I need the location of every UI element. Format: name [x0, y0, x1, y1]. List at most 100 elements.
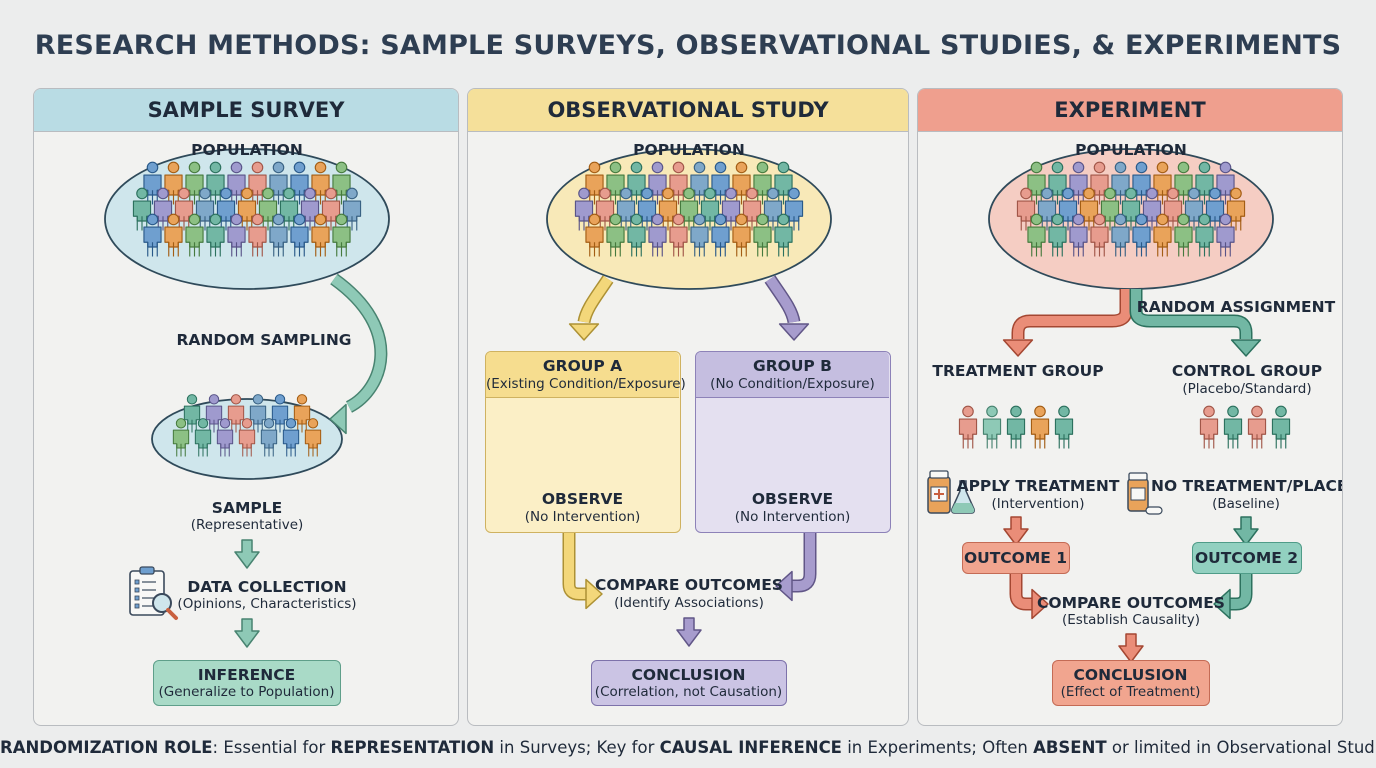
person-head	[1104, 187, 1116, 200]
person-legs	[757, 242, 768, 257]
person-head	[293, 161, 306, 174]
person-head	[1219, 161, 1232, 174]
outcome-1-label: OUTCOME 1	[963, 549, 1068, 567]
person-icon	[1199, 405, 1219, 449]
footer-text-2: in Surveys; Key for	[494, 738, 660, 757]
person-icon	[216, 418, 234, 457]
person-head	[735, 213, 748, 226]
person-head	[307, 418, 319, 429]
person-head	[241, 187, 253, 200]
person-head	[1146, 187, 1158, 200]
person-icon	[627, 213, 646, 257]
person-icon	[1153, 161, 1172, 205]
treatment-group-label: TREATMENT GROUP	[932, 362, 1104, 380]
person-head	[1177, 213, 1190, 226]
person-head	[683, 187, 695, 200]
person-icon	[648, 161, 667, 205]
random-sampling-label: RANDOM SAMPLING	[176, 331, 352, 349]
person-legs	[1178, 242, 1189, 257]
footer-bold-2: REPRESENTATION	[330, 738, 495, 757]
page-title: RESEARCH METHODS: SAMPLE SURVEYS, OBSERV…	[34, 30, 1342, 61]
treatment-arrow-head	[1002, 339, 1034, 357]
group-b-sub: (No Condition/Exposure)	[710, 376, 875, 392]
person-head	[672, 161, 685, 174]
person-legs	[652, 242, 663, 257]
person-icon	[143, 213, 162, 257]
person-legs	[986, 434, 998, 449]
person-icon	[271, 394, 289, 433]
person-head	[167, 213, 180, 226]
person-icon	[260, 418, 278, 457]
footer-text-4: or limited in Observational Studies.	[1106, 738, 1376, 757]
person-icon	[763, 187, 783, 231]
pill-bottle-label	[1130, 487, 1146, 501]
group-a-compare-arrow-head	[585, 578, 603, 610]
pill	[1145, 506, 1163, 515]
person-head	[1041, 187, 1053, 200]
person-head	[335, 213, 348, 226]
person-head	[1188, 187, 1200, 200]
experiment-conclusion-label: CONCLUSION	[1073, 666, 1188, 684]
survey-population-label: POPULATION	[191, 141, 303, 159]
person-icon	[1153, 213, 1172, 257]
person-head	[1227, 405, 1239, 418]
apply-treatment-sub: (Intervention)	[991, 496, 1085, 512]
outcome-1-box: OUTCOME 1	[962, 542, 1070, 574]
person-legs	[1275, 434, 1287, 449]
random-sampling-arrow-head	[329, 403, 347, 435]
person-icon	[293, 394, 311, 433]
person-head	[641, 187, 653, 200]
person-icon	[732, 213, 751, 257]
person-head	[756, 213, 769, 226]
person-icon	[342, 187, 362, 231]
person-icon	[1271, 405, 1291, 449]
person-legs	[1031, 242, 1042, 257]
person-icon	[1069, 161, 1088, 205]
group-a-arrow	[579, 276, 613, 324]
person-legs	[252, 242, 263, 257]
person-head	[325, 187, 337, 200]
person-head	[1114, 161, 1127, 174]
experiment-header: EXPERIMENT	[918, 89, 1342, 132]
person-legs	[168, 242, 179, 257]
person-legs	[231, 242, 242, 257]
person-legs	[264, 443, 274, 457]
person-head	[777, 161, 790, 174]
person-head	[1093, 161, 1106, 174]
person-head	[693, 161, 706, 174]
treatment-to-outcome-arrow	[1003, 516, 1029, 546]
survey-diagram	[104, 148, 390, 648]
person-head	[1114, 213, 1127, 226]
person-legs	[1073, 242, 1084, 257]
person-legs	[315, 242, 326, 257]
person-head	[599, 187, 611, 200]
bottle-cap	[929, 470, 949, 479]
experiment-panel: EXPERIMENT POPULATION RANDOM ASSIGNMENT …	[917, 88, 1343, 726]
footer-note: RANDOMIZATION ROLE: Essential for REPRES…	[0, 738, 1376, 757]
person-icon	[1226, 187, 1246, 231]
person-icon	[279, 187, 299, 231]
person-legs	[1157, 242, 1168, 257]
person-head	[283, 187, 295, 200]
footer-bold-3: CAUSAL INFERENCE	[659, 738, 842, 757]
person-head	[272, 161, 285, 174]
person-head	[209, 161, 222, 174]
person-head	[262, 187, 274, 200]
person-head	[1177, 161, 1190, 174]
clipboard-checkbox	[134, 603, 140, 609]
person-icon	[164, 161, 183, 205]
person-icon	[1027, 213, 1046, 257]
person-head	[1156, 213, 1169, 226]
person-head	[1051, 161, 1064, 174]
person-icon	[1195, 213, 1214, 257]
person-head	[1209, 187, 1221, 200]
person-icon	[1100, 187, 1120, 231]
no-treatment-sub: (Baseline)	[1212, 496, 1280, 512]
person-head	[1083, 187, 1095, 200]
person-icon	[1090, 161, 1109, 205]
person-legs	[220, 443, 230, 457]
person-head	[1230, 187, 1242, 200]
clipboard-checkbox	[134, 579, 140, 585]
control-group-sub: (Placebo/Standard)	[1182, 381, 1312, 397]
person-icon	[1174, 213, 1193, 257]
